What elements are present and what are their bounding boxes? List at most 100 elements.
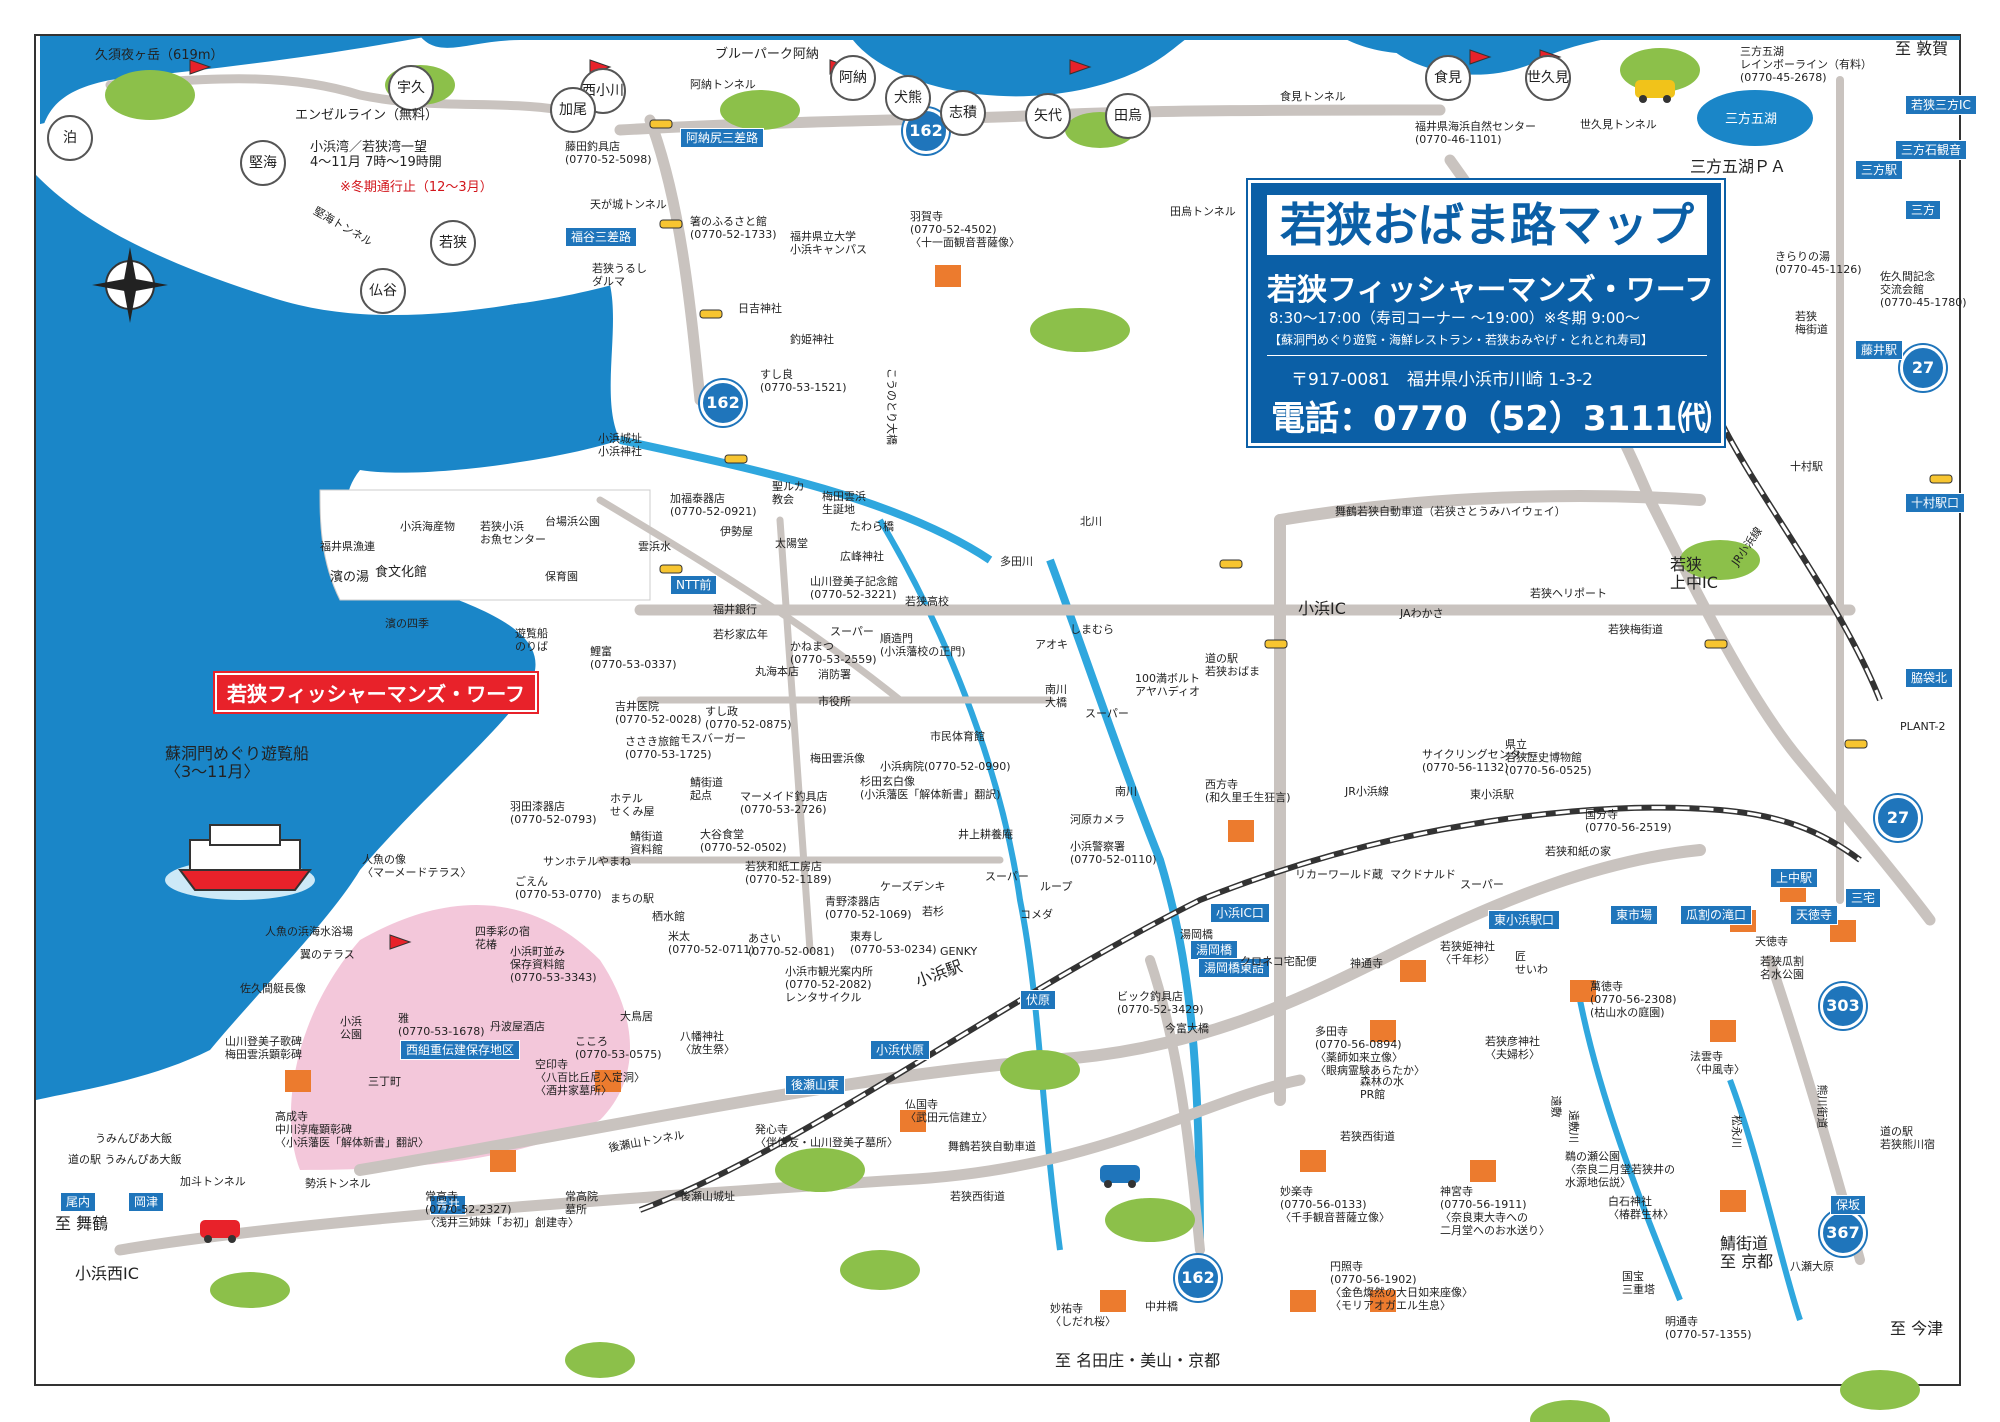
intersection-label: 青井 <box>430 1195 467 1215</box>
place-label: 世久見トンネル <box>1580 118 1657 131</box>
intersection-label: 保坂 <box>1830 1195 1867 1215</box>
place-marker: 若狭 <box>430 220 476 266</box>
place-marker: 仏谷 <box>360 268 406 314</box>
place-label: 藤田釣具店 (0770-52-5098) <box>565 140 652 166</box>
place-label: 井上耕養庵 <box>958 828 1013 841</box>
place-label: ホテル せくみ屋 <box>610 792 655 818</box>
route-27-shield: 27 <box>1875 795 1921 841</box>
address: 〒917-0081 福井県小浜市川崎 1-3-2 <box>1291 370 1593 390</box>
place-label: 若狭 上中IC <box>1670 555 1718 592</box>
place-label: 福井県立大学 小浜キャンパス <box>790 230 867 256</box>
place-label: 至 今津 <box>1890 1319 1944 1338</box>
place-label: 多田寺 (0770-56-0894) 〈薬師如来立像〉 〈眼病霊験あらたか〉 <box>1315 1025 1425 1077</box>
place-label: 小浜海産物 <box>400 520 455 533</box>
place-label: たわら橋 <box>850 520 894 533</box>
place-label: 福井銀行 <box>713 603 757 616</box>
place-label: 聖ルカ 教会 <box>772 480 805 506</box>
route-303-shield: 303 <box>1820 983 1866 1029</box>
intersection-label: 天徳寺 <box>1790 905 1839 925</box>
place-label: 若狭彦神社 〈夫婦杉〉 <box>1485 1035 1540 1061</box>
intersection-label: 東小浜駅口 <box>1488 910 1561 930</box>
river-onyu <box>1577 999 1683 1302</box>
map-title: 若狭おばま路マップ <box>1267 195 1707 255</box>
wharf-callout-label: 若狭フィッシャーマンズ・ワーフ <box>215 673 537 712</box>
place-label: 後瀬山城址 <box>680 1190 735 1203</box>
place-label: 若狭高校 <box>905 595 949 608</box>
place-label: 食見トンネル <box>1280 90 1346 103</box>
hill-9 <box>1105 1198 1195 1242</box>
place-label: 羽賀寺 (0770-52-4502) 〈十一面観音菩薩像〉 <box>910 210 1020 249</box>
place-label: スーパー <box>1085 707 1129 720</box>
preservation-district-label: 西組重伝建保存地区 <box>400 1040 521 1060</box>
place-label: 大谷食堂 (0770-52-0502) <box>700 828 787 854</box>
place-label: 翼のテラス <box>300 948 355 961</box>
hill-12 <box>565 1342 635 1378</box>
place-label: 三方五湖 <box>1725 112 1778 127</box>
place-label: 久須夜ヶ岳（619m） <box>95 48 224 63</box>
place-label: 多田川 <box>1000 555 1033 568</box>
place-label: ※冬期通行止（12～3月） <box>340 180 493 195</box>
place-label: 若狭姫神社 〈千年杉〉 <box>1440 940 1495 966</box>
intersection-label: NTT前 <box>670 575 718 595</box>
opening-hours: 8:30～17:00（寿司コーナー ～19:00）※冬期 9:00～ <box>1269 309 1640 327</box>
place-label: 小浜市観光案内所 (0770-52-2082) レンタサイクル <box>785 965 873 1004</box>
place-label: かねまつ (0770-53-2559) <box>790 640 877 666</box>
place-label: 若狭ヘリポート <box>1530 587 1607 600</box>
place-label: 阿納トンネル <box>690 78 756 91</box>
intersection-label: 湯岡橋東詰 <box>1198 958 1271 978</box>
place-label: 福井県漁連 <box>320 540 375 553</box>
place-label: 釣姫神社 <box>790 333 834 346</box>
place-label: 湯岡橋 <box>1180 928 1213 941</box>
place-label: 食文化館 <box>375 565 428 580</box>
place-label: 西方寺 (和久里壬生狂言) <box>1205 778 1291 804</box>
place-label: ブルーパーク阿納 <box>715 47 819 62</box>
place-label: 遠敷川 <box>1567 1110 1580 1143</box>
hill-6 <box>1840 1370 1920 1410</box>
place-label: 遠敷 <box>1549 1095 1563 1118</box>
hills <box>105 48 1920 1422</box>
place-label: 雅 (0770-53-1678) <box>398 1012 485 1038</box>
place-marker: 堅海 <box>240 140 286 186</box>
place-marker: 志積 <box>940 90 986 136</box>
place-label: 小浜IC <box>1298 599 1346 618</box>
place-marker: 西小川 <box>580 68 626 114</box>
place-label: エンゼルライン（無料） <box>295 108 439 123</box>
place-label: 国宝 三重塔 <box>1622 1270 1655 1296</box>
place-label: 遊覧船 のりば <box>515 627 548 653</box>
place-label: 南川 大橋 <box>1045 683 1067 709</box>
intersection-label: 三宅 <box>1845 888 1882 908</box>
place-label: 県立 若狭歴史博物館 (0770-56-0525) <box>1505 738 1592 777</box>
place-label: サンホテルやまね <box>543 855 631 868</box>
route-162-shield: 162 <box>1175 1255 1221 1301</box>
place-label: 梅田雲浜 生誕地 <box>822 490 866 516</box>
sea-west <box>36 36 430 140</box>
place-label: 東小浜駅 <box>1470 788 1514 801</box>
place-label: 常高寺 (0770-52-2327) 〈浅井三姉妹「お初」創建寺〉 <box>425 1190 579 1229</box>
hill-7 <box>775 1148 865 1192</box>
car-icon <box>200 1220 240 1243</box>
wharf-land <box>319 489 651 601</box>
place-label: 法雲寺 〈中風寺〉 <box>1690 1050 1745 1076</box>
title-info-box: 若狭おばま路マップ 若狭フィッシャーマンズ・ワーフ 8:30～17:00（寿司コ… <box>1248 180 1724 446</box>
place-label: 人魚の浜海水浴場 <box>265 925 353 938</box>
place-label: 若狭和紙の家 <box>1545 845 1611 858</box>
place-label: 台場浜公園 <box>545 515 600 528</box>
place-label: 河原カメラ <box>1070 813 1125 826</box>
place-label: こうのとり大橋 <box>885 368 898 445</box>
place-label: しまむら <box>1070 623 1114 636</box>
place-label: 広峰神社 <box>840 550 884 563</box>
place-label: 三丁町 <box>368 1075 401 1088</box>
place-marker: 世久見 <box>1525 55 1571 101</box>
place-label: こころ (0770-53-0575) <box>575 1035 662 1061</box>
place-label: 鵜の瀬公園 〈奈良二月堂若狭井の 水源地伝説〉 <box>1565 1150 1675 1189</box>
place-label: 若狭西街道 <box>950 1190 1005 1203</box>
route-162-shield: 162 <box>700 380 746 426</box>
place-label: まちの駅 <box>610 892 654 905</box>
hill-13 <box>210 1272 290 1308</box>
phone-number: 電話：0770（52）3111㈹ <box>1271 399 1712 439</box>
place-label: 十村駅 <box>1790 460 1823 473</box>
place-label: 道の駅 若狭おばま <box>1205 652 1260 678</box>
place-label: 熊川街道 <box>1815 1084 1829 1129</box>
place-label: 雲浜水 <box>638 540 671 553</box>
place-label: リカーワールド蔵 <box>1295 868 1383 881</box>
